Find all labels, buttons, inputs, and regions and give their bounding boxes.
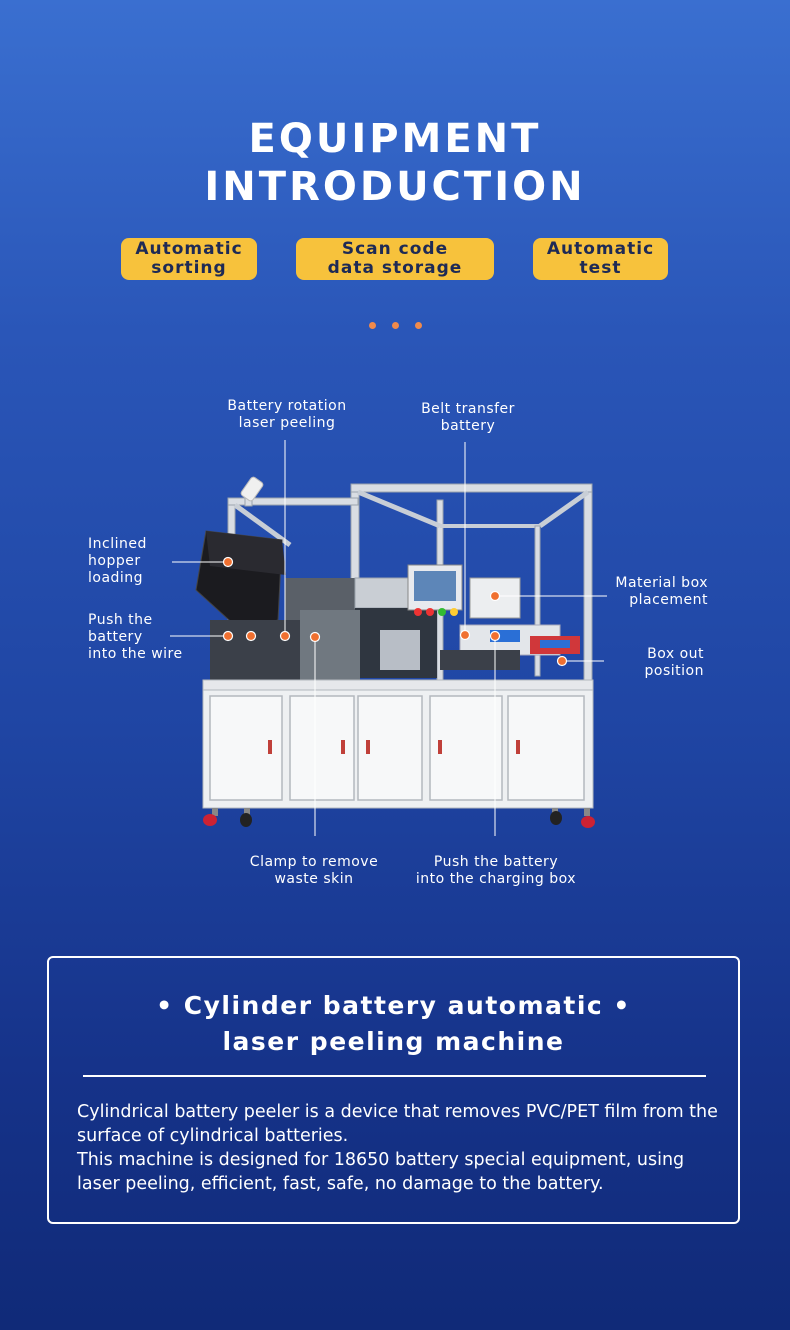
tag-line-1: Scan code (341, 239, 449, 259)
panel-title-line-2: laser peeling machine (222, 1027, 565, 1056)
panel-title-line-1: • Cylinder battery automatic • (156, 991, 631, 1020)
page-title-line-1: EQUIPMENT (248, 116, 542, 162)
label-belt-transfer-battery: Belt transfer battery (421, 401, 515, 434)
page-title-line-2: INTRODUCTION (204, 164, 586, 210)
label-battery-rotation-laser-peeling: Battery rotation laser peeling (227, 398, 347, 431)
description-paragraph-1: Cylindrical battery peeler is a device t… (77, 1102, 718, 1146)
label-push-battery-into-wire: Push the battery into the wire (88, 612, 183, 662)
tag-line-1: Automatic (135, 239, 243, 259)
tag-line-2: sorting (151, 258, 227, 278)
label-clamp-remove-waste-skin: Clamp to remove waste skin (249, 854, 379, 887)
description-panel: • Cylinder battery automatic • laser pee… (47, 956, 740, 1224)
dot (415, 322, 422, 329)
divider (83, 1075, 706, 1077)
dot (369, 322, 376, 329)
tag-line-2: test (579, 258, 622, 278)
pagination-dots (369, 322, 422, 329)
label-material-box-placement: Material box placement (615, 575, 708, 608)
feature-tag-automatic-sorting: Automatic sorting (121, 238, 257, 280)
panel-description: Cylindrical battery peeler is a device t… (77, 1100, 727, 1196)
tag-line-2: data storage (327, 258, 463, 278)
feature-tag-scan-code: Scan code data storage (296, 238, 494, 280)
label-inclined-hopper-loading: Inclined hopper loading (88, 536, 147, 586)
tag-line-1: Automatic (546, 239, 655, 259)
feature-tag-automatic-test: Automatic test (533, 238, 668, 280)
label-box-out-position: Box out position (644, 646, 704, 679)
label-push-battery-charging-box: Push the battery into the charging box (415, 854, 577, 887)
dot (392, 322, 399, 329)
description-paragraph-2: This machine is designed for 18650 batte… (77, 1150, 685, 1194)
